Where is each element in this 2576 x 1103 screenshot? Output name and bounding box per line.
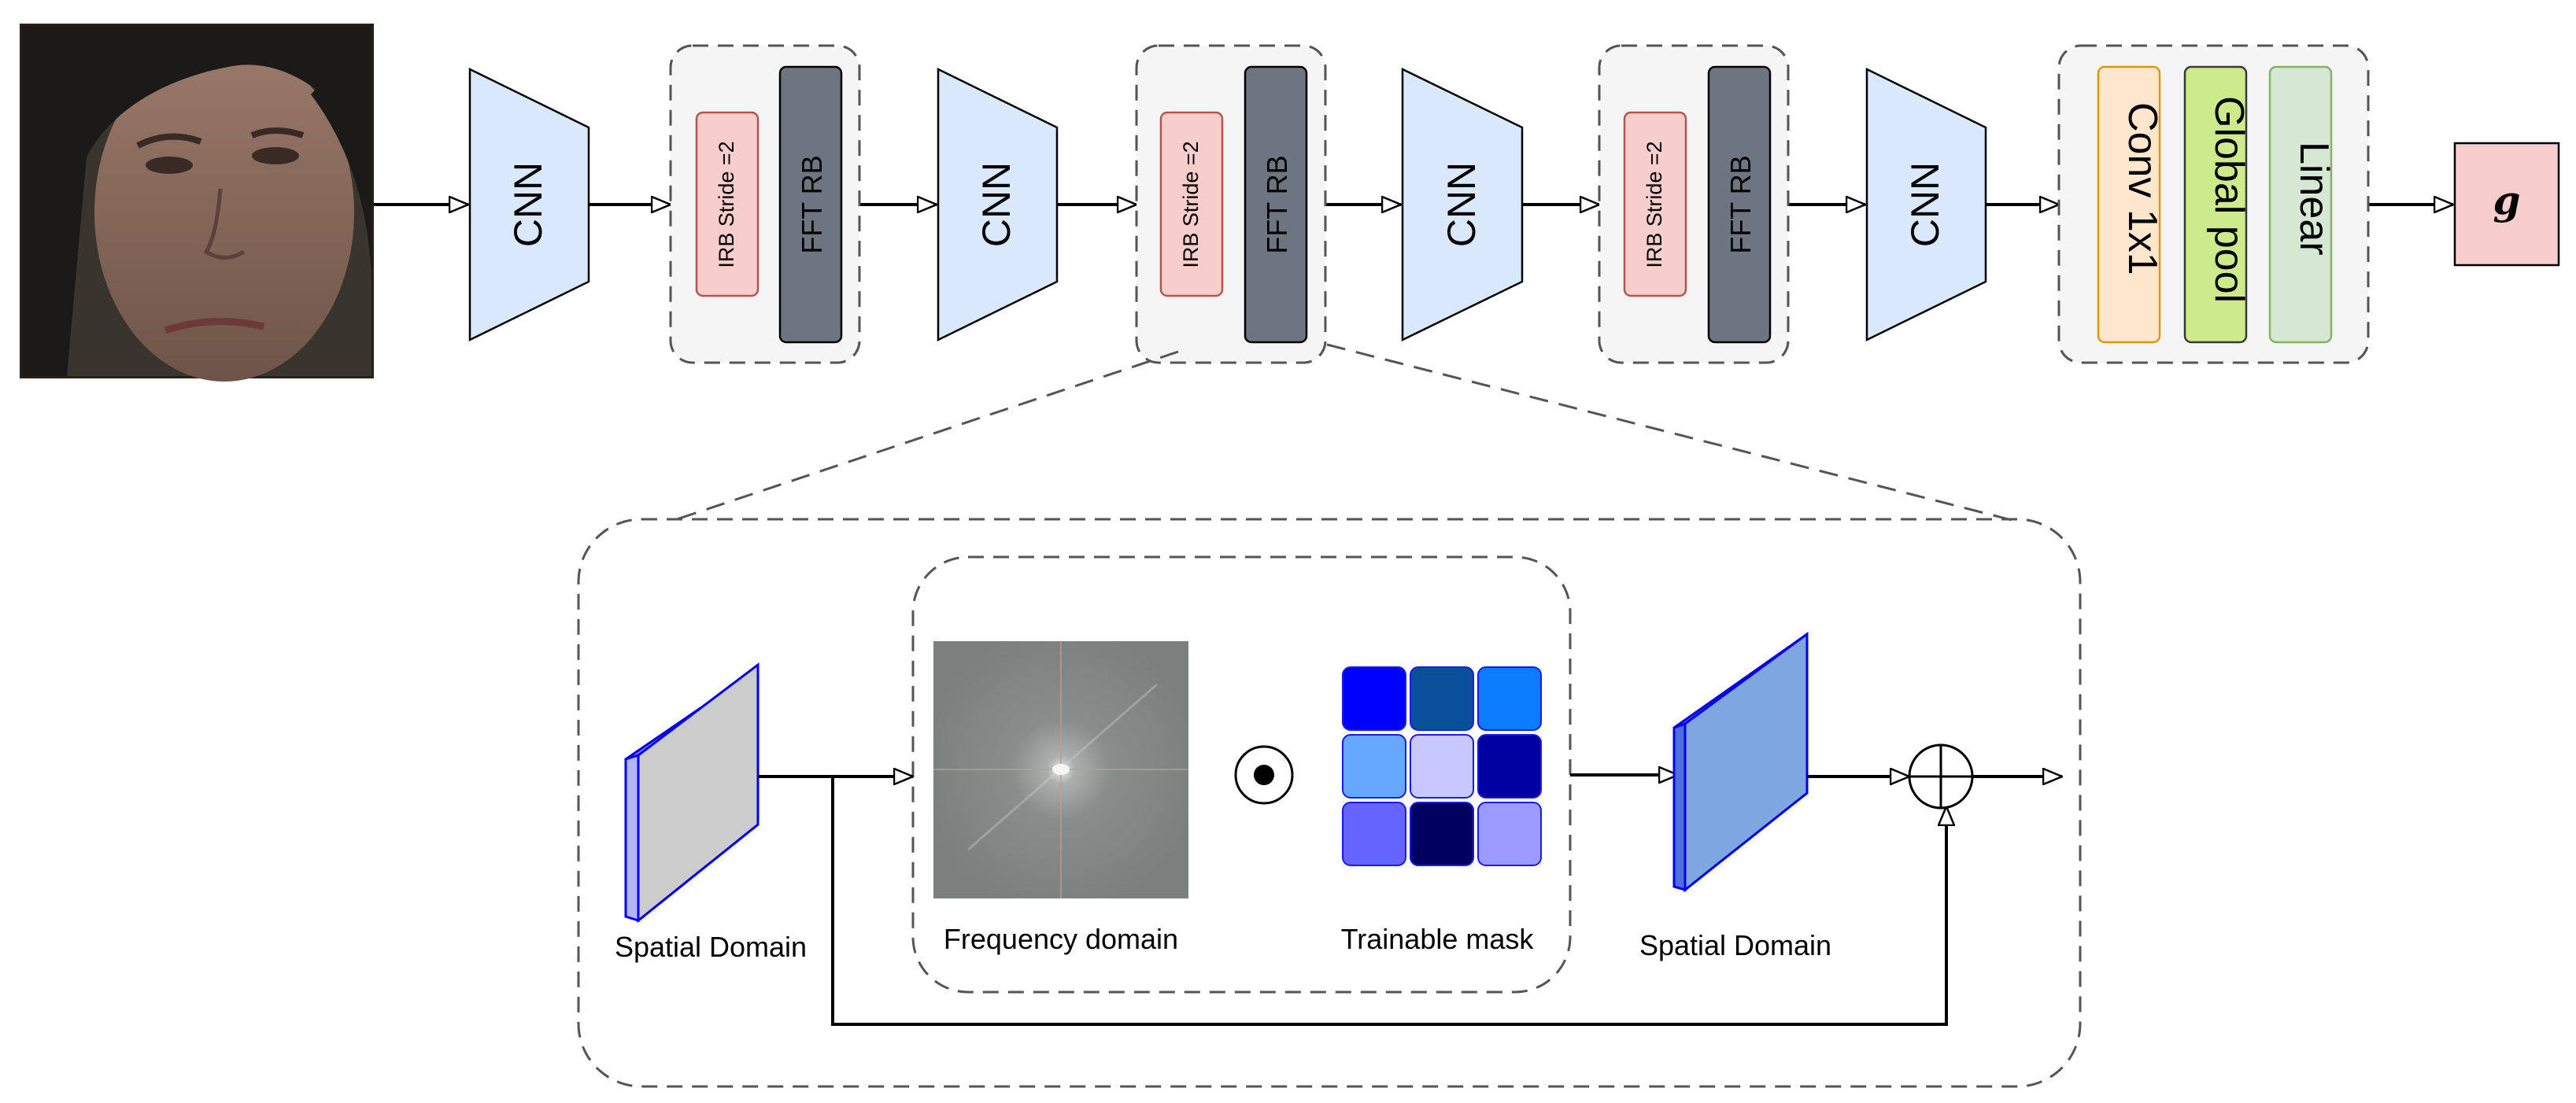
fft-rb-block-1-label: FFT RB [796, 155, 828, 253]
mask-cell-2-1 [1342, 734, 1406, 799]
mask-cell-1-3 [1477, 666, 1542, 731]
output-node: g [2453, 142, 2560, 267]
fft-rb-block-3 [1707, 65, 1772, 344]
cnn-block-4-label: CNN [1903, 162, 1947, 247]
fft-rb-block-2-label: FFT RB [1261, 155, 1293, 253]
irb-fft-group-3: IRB Stride =2 FFT RB [1598, 44, 1790, 364]
mask-cell-1-2 [1410, 666, 1474, 731]
spatial-input-plate [624, 662, 759, 924]
output-label: g [2493, 177, 2521, 223]
fft-rb-block-3-label: FFT RB [1724, 155, 1757, 253]
frequency-domain-label: Frequency domain [944, 923, 1178, 955]
hadamard-product-icon [1234, 745, 1294, 805]
cnn-block-3-label: CNN [1440, 162, 1484, 247]
linear-label: Linear [2291, 142, 2337, 256]
mask-cell-3-1 [1342, 802, 1406, 866]
head-group: Conv 1x1 Global pool Linear [2057, 44, 2370, 364]
input-face-image [20, 24, 374, 382]
spatial-domain-output-label: Spatial Domain [1639, 929, 1831, 961]
trainable-mask-grid [1342, 666, 1542, 866]
irb-block-3-label: IRB Stride =2 [1643, 141, 1666, 267]
mask-cell-2-2 [1410, 734, 1474, 799]
global-pool-block [2183, 65, 2248, 344]
trainable-mask-label: Trainable mask [1341, 923, 1535, 955]
irb-fft-group-2: IRB Stride =2 FFT RB [1135, 44, 1327, 364]
linear-block [2268, 65, 2333, 344]
conv-1x1-label: Conv 1x1 [2120, 102, 2165, 275]
cnn-block-2-label: CNN [974, 162, 1018, 247]
irb-fft-group-1: IRB Stride =2 FFT RB [669, 44, 861, 364]
fft-rb-detail-panel: Spatial Domain Frequency domain Trainabl… [577, 518, 2082, 1088]
spatial-output-plate [1672, 632, 1809, 893]
spatial-domain-input-label: Spatial Domain [615, 931, 807, 963]
zoom-projection-lines [676, 343, 2016, 522]
fft-rb-block-2 [1244, 65, 1308, 344]
irb-block-1-label: IRB Stride =2 [715, 141, 738, 267]
irb-block-3 [1623, 111, 1687, 297]
irb-block-1 [695, 111, 759, 297]
mask-cell-2-3 [1477, 734, 1542, 799]
irb-block-2 [1159, 111, 1224, 297]
cnn-block-1-label: CNN [506, 162, 550, 247]
mask-cell-3-3 [1477, 802, 1542, 866]
mask-cell-1-1 [1342, 666, 1406, 731]
fft-rb-block-1 [778, 65, 843, 344]
conv-1x1-block [2097, 65, 2161, 344]
frequency-spectrum-image [933, 641, 1188, 898]
mask-cell-3-2 [1410, 802, 1474, 866]
cnn-block-3: CNN [1401, 68, 1524, 341]
cnn-block-1: CNN [468, 67, 590, 342]
irb-block-2-label: IRB Stride =2 [1179, 141, 1203, 267]
skip-connection-line [831, 777, 1946, 1026]
residual-add-icon [1908, 743, 1974, 810]
cnn-block-4: CNN [1865, 67, 1987, 342]
cnn-block-2: CNN [937, 67, 1059, 342]
global-pool-label: Global pool [2206, 96, 2252, 303]
